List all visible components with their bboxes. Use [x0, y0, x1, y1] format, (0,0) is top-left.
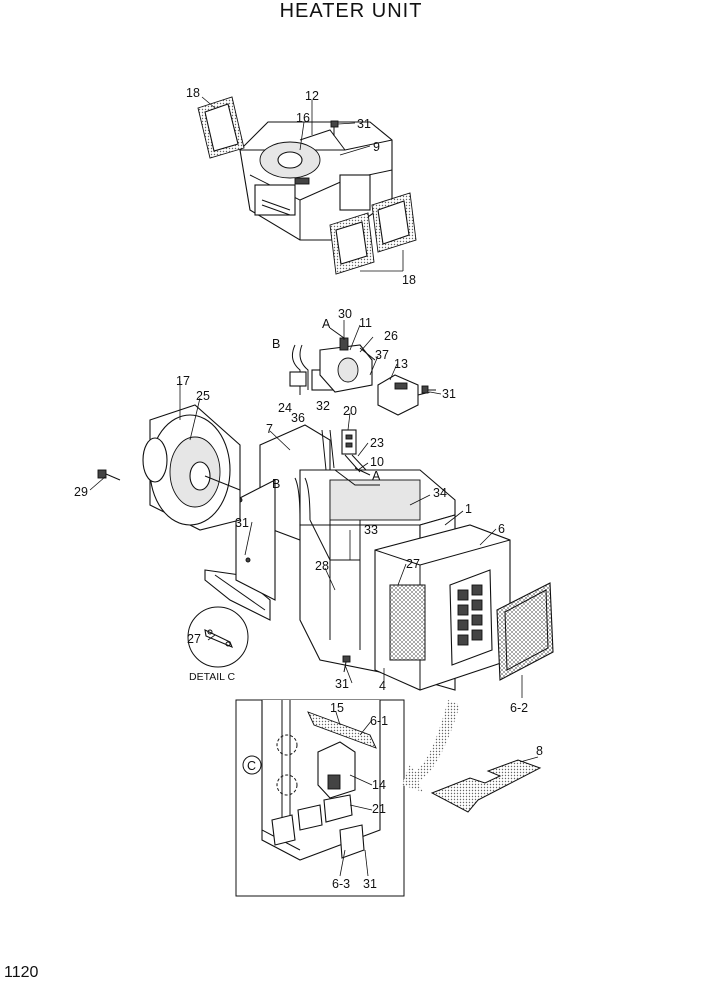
callout-6-1: 6-1	[370, 714, 388, 728]
callout-21: 21	[372, 802, 386, 816]
callout-27: 27	[406, 557, 420, 571]
connector-part-20	[341, 429, 357, 455]
duct-housing-part	[239, 121, 393, 241]
callout-33: 33	[364, 523, 378, 537]
pad-part-8	[430, 759, 542, 813]
filter-part-6-2	[496, 582, 554, 681]
callout-28: 28	[315, 559, 329, 573]
callout-8: 8	[536, 744, 543, 758]
filter-housing-part-6	[374, 524, 511, 691]
arrow-a-mid	[354, 467, 371, 476]
gasket-part-18-top	[197, 96, 245, 159]
callout-30: 30	[338, 307, 352, 321]
callout-9: 9	[373, 140, 380, 154]
diagram-title: HEATER UNIT	[279, 0, 423, 22]
callout-1: 1	[465, 502, 472, 516]
callout-27: 27	[187, 632, 201, 646]
callout-6-2: 6-2	[510, 701, 528, 715]
callout-29: 29	[74, 485, 88, 499]
callout-36: 36	[291, 411, 305, 425]
callout-34: 34	[433, 486, 447, 500]
callout-31: 31	[335, 677, 349, 691]
callout-18: 18	[402, 273, 416, 287]
heater-pipes	[294, 429, 380, 545]
callout-7: 7	[266, 422, 273, 436]
callout-32: 32	[316, 399, 330, 413]
section-marker-a: A	[372, 469, 381, 483]
callout-14: 14	[372, 778, 386, 792]
gasket-part-18-right	[329, 192, 417, 275]
section-marker-b: B	[272, 337, 280, 351]
callout-24: 24	[278, 401, 292, 415]
section-marker-c: C	[247, 759, 256, 773]
callout-4: 4	[379, 679, 386, 693]
callout-37: 37	[375, 348, 389, 362]
callout-31: 31	[235, 516, 249, 530]
detail-c-circle	[187, 606, 249, 668]
callout-23: 23	[370, 436, 384, 450]
callout-15: 15	[330, 701, 344, 715]
callout-20: 20	[343, 404, 357, 418]
callout-10: 10	[370, 455, 384, 469]
callout-31: 31	[442, 387, 456, 401]
screw-part-29	[97, 469, 121, 481]
callout-16: 16	[296, 111, 310, 125]
detail-c-label: DETAIL C	[189, 671, 236, 683]
page-number: 1120	[4, 964, 39, 981]
arrow-a-top	[329, 327, 345, 339]
section-marker-a: A	[322, 317, 331, 331]
section-marker-b: B	[272, 477, 280, 491]
callout-31: 31	[357, 117, 371, 131]
blower-motor-part	[142, 404, 241, 531]
callout-labels: 18 12 16 31 9 18 30 11 26 37 13 31 17 25…	[74, 86, 543, 891]
detail-arrow	[402, 700, 460, 792]
callout-11: 11	[359, 316, 372, 330]
callout-6: 6	[498, 522, 505, 536]
callout-25: 25	[196, 389, 210, 403]
callout-12: 12	[305, 89, 319, 103]
leader-lines	[89, 96, 539, 877]
actuator-part-13	[377, 374, 431, 416]
callout-26: 26	[384, 329, 398, 343]
callout-13: 13	[394, 357, 408, 371]
detail-view-box	[235, 699, 405, 897]
water-valve-assembly	[289, 337, 376, 395]
callout-17: 17	[176, 374, 190, 388]
callout-31: 31	[363, 877, 377, 891]
bolt-part-31	[330, 120, 436, 673]
callout-6-3: 6-3	[332, 877, 350, 891]
callout-18: 18	[186, 86, 200, 100]
